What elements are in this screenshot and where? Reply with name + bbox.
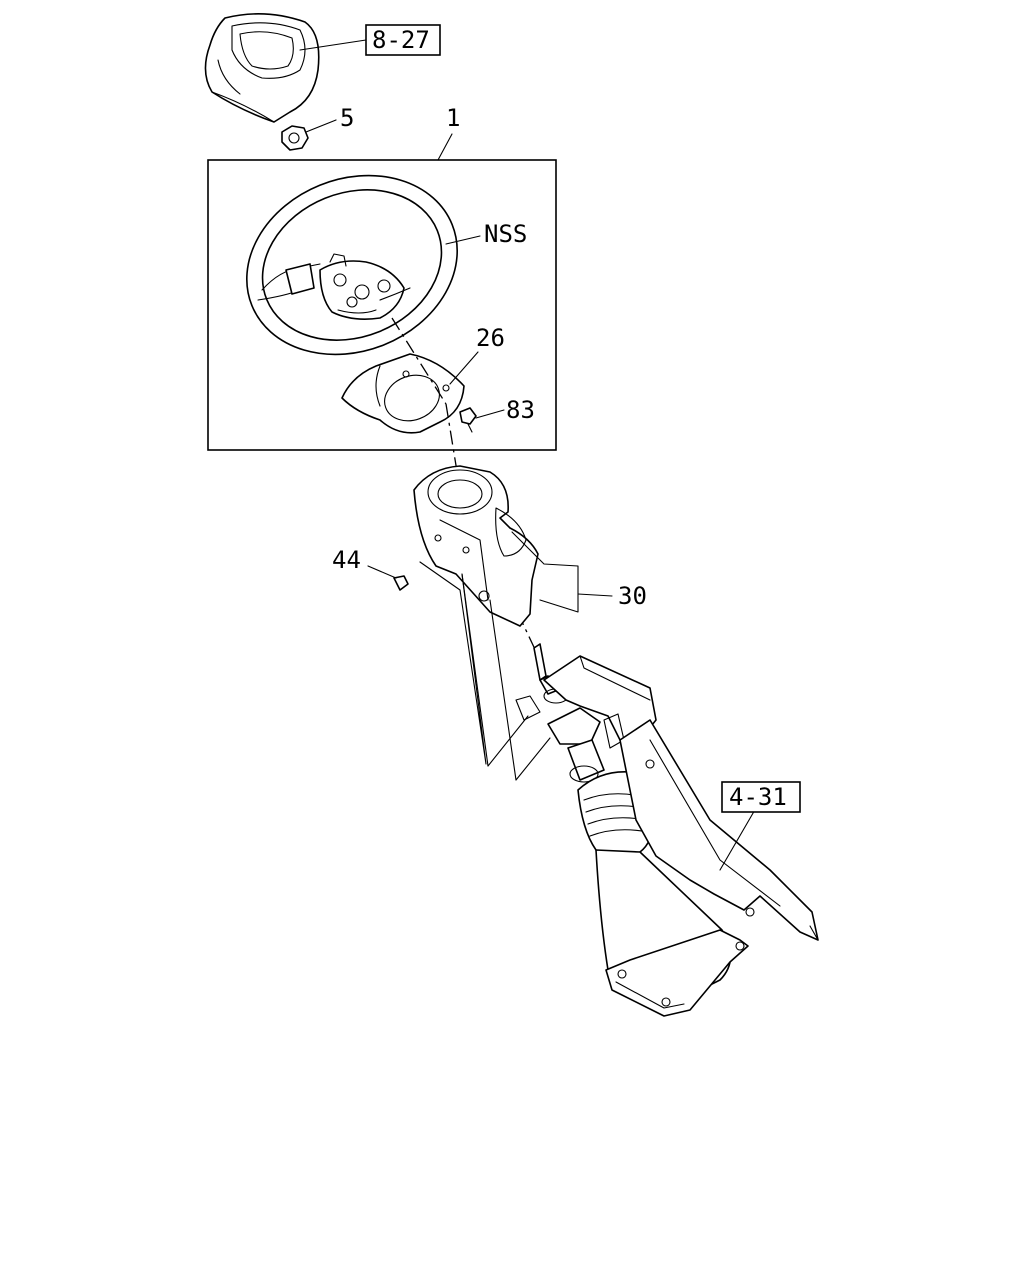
label-5: 5 — [340, 104, 354, 132]
steering-column-assembly — [515, 643, 819, 1017]
cover-part-26 — [341, 353, 465, 434]
screw-part-44 — [393, 575, 409, 591]
label-44: 44 — [332, 546, 361, 574]
steering-wheel — [246, 174, 458, 356]
screw-part-83 — [459, 407, 477, 433]
column-cover-part-30 — [413, 465, 579, 765]
ref-box-4-31 — [721, 781, 801, 813]
nut-part-5 — [281, 125, 309, 151]
ref-label-4-31: 4-31 — [729, 783, 787, 811]
horn-pad — [204, 13, 320, 123]
steering-wheel-group-box — [207, 159, 557, 451]
label-1: 1 — [446, 104, 460, 132]
label-30: 30 — [618, 582, 647, 610]
ref-label-8-27: 8-27 — [372, 26, 430, 54]
label-26: 26 — [476, 324, 505, 352]
label-nss: NSS — [484, 220, 527, 248]
label-83: 83 — [506, 396, 535, 424]
ref-box-8-27 — [365, 24, 441, 56]
